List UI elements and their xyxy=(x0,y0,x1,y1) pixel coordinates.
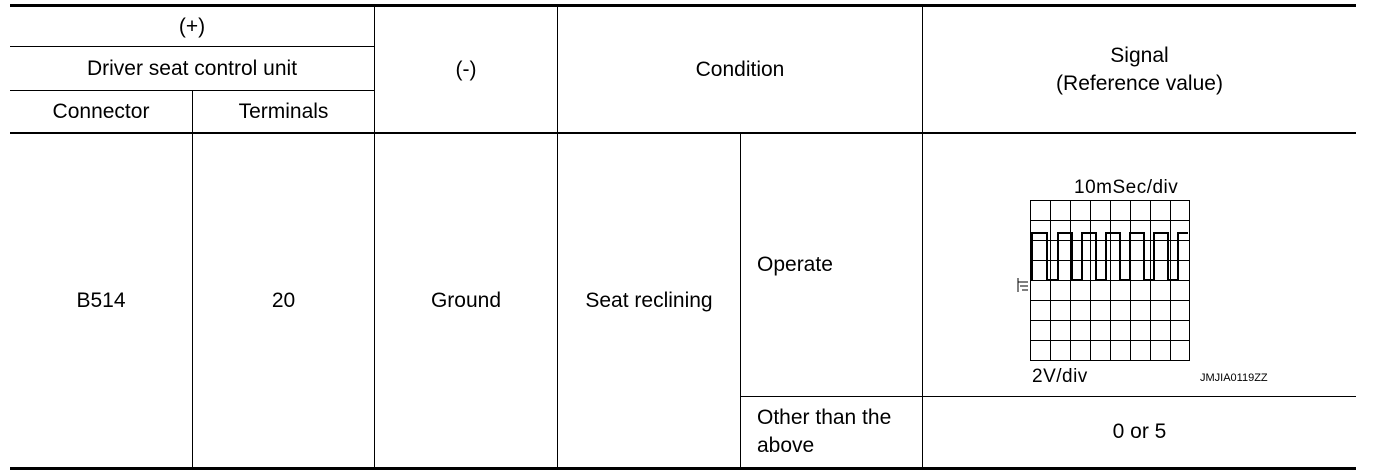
header-terminals: Terminals xyxy=(238,99,329,123)
header-unit: Driver seat control unit xyxy=(86,56,298,80)
table-top-border xyxy=(10,4,1356,7)
header-condition: Condition xyxy=(695,57,785,81)
row-divider xyxy=(10,46,374,47)
cell-other-line2: above xyxy=(757,434,815,457)
cell-condition: Seat reclining xyxy=(585,288,713,312)
waveform-figure: 10mSec/div xyxy=(1000,172,1300,392)
header-signal-line2: (Reference value) xyxy=(1056,71,1223,95)
table-bottom-border xyxy=(10,467,1356,470)
cell-minus: Ground xyxy=(430,288,502,312)
cell-other-line1: Other than the xyxy=(757,406,892,429)
column-divider xyxy=(740,133,741,468)
header-connector: Connector xyxy=(52,99,150,123)
figure-code: JMJIA0119ZZ xyxy=(1200,372,1268,384)
column-divider xyxy=(374,5,375,468)
cell-connector: B514 xyxy=(76,288,126,312)
signal-trace xyxy=(1031,232,1188,281)
time-div-label: 10mSec/div xyxy=(1074,177,1179,198)
header-signal: Signal (Reference value) xyxy=(923,7,1356,132)
header-plus: (+) xyxy=(178,14,206,38)
column-divider xyxy=(922,5,923,468)
header-bottom-border xyxy=(10,132,1356,134)
ground-marker-icon xyxy=(1017,278,1028,292)
volt-div-label: 2V/div xyxy=(1032,366,1088,387)
column-divider xyxy=(557,5,558,468)
row-divider xyxy=(740,396,1356,397)
oscilloscope-grid xyxy=(1017,200,1190,361)
header-minus: (-) xyxy=(455,57,477,81)
cell-other: Other than the above xyxy=(741,397,922,467)
cell-operate: Operate xyxy=(757,253,833,276)
header-signal-line1: Signal xyxy=(1110,43,1169,67)
cell-terminal: 20 xyxy=(271,288,296,312)
column-divider xyxy=(192,90,193,468)
cell-value-other: 0 or 5 xyxy=(1112,420,1167,443)
